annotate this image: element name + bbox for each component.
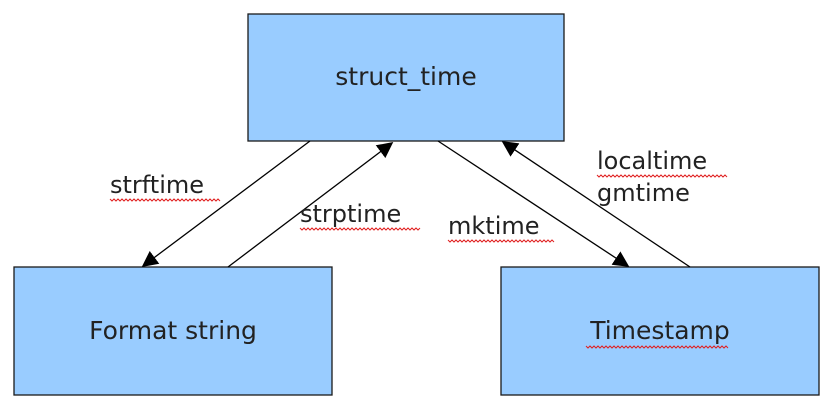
edge-label-mktime: mktime bbox=[448, 212, 540, 240]
edge-label-mktime-group: mktime bbox=[447, 212, 555, 243]
edge-label-strptime-group: strptime bbox=[299, 200, 421, 231]
spellcheck-underline bbox=[596, 174, 728, 178]
arrow-localtime-gmtime bbox=[501, 141, 691, 268]
edge-label-localtime-gmtime-group: localtime gmtime bbox=[596, 147, 728, 207]
node-format-string-label: Format string bbox=[89, 316, 257, 345]
spellcheck-underline bbox=[299, 227, 421, 231]
spellcheck-underline bbox=[447, 239, 555, 243]
edge-label-strftime: strftime bbox=[110, 171, 204, 199]
spellcheck-underline bbox=[585, 345, 729, 349]
node-format-string: Format string bbox=[13, 266, 333, 396]
spellcheck-underline bbox=[109, 198, 221, 202]
node-timestamp: Timestamp bbox=[500, 266, 820, 396]
arrow-strftime bbox=[141, 140, 311, 267]
arrow-strptime bbox=[227, 142, 394, 268]
edge-label-strptime: strptime bbox=[300, 200, 401, 228]
edge-label-localtime: localtime bbox=[597, 147, 707, 175]
node-struct-time-label: struct_time bbox=[335, 62, 476, 91]
edge-label-strftime-group: strftime bbox=[109, 171, 221, 202]
arrow-mktime bbox=[437, 140, 630, 267]
node-timestamp-label: Timestamp bbox=[589, 316, 730, 345]
node-struct-time: struct_time bbox=[247, 13, 565, 142]
edge-label-gmtime: gmtime bbox=[597, 179, 690, 207]
